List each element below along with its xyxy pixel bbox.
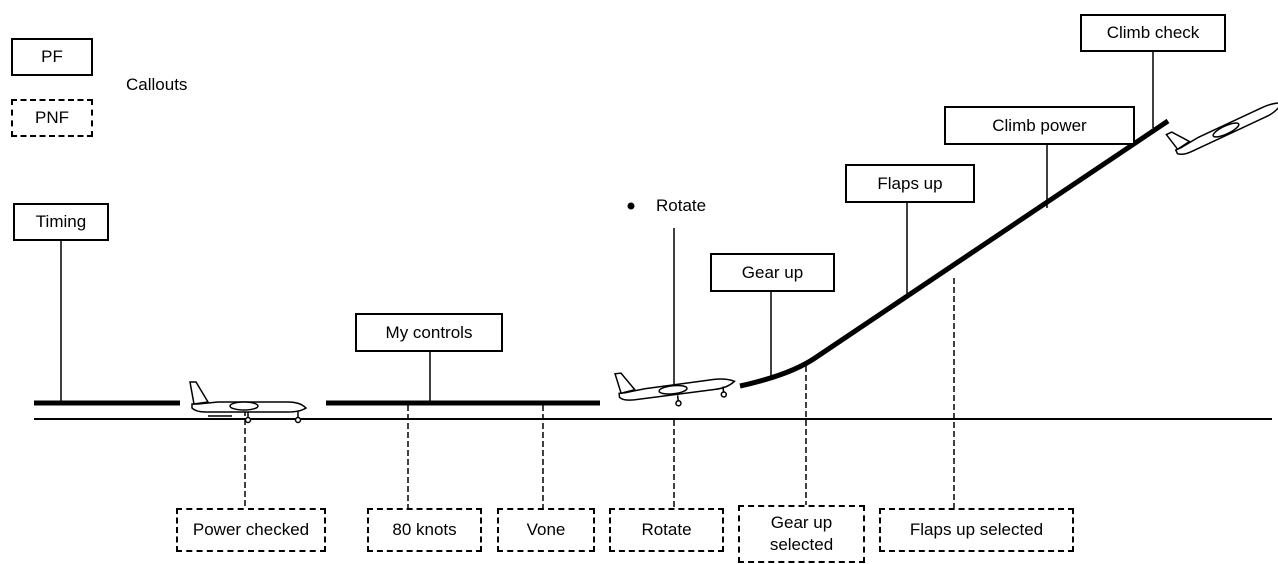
pf-callout-gear-up: Gear up (710, 253, 835, 292)
pnf-callout-power-checked: Power checked (176, 508, 326, 552)
rotate-bullet (627, 202, 635, 210)
pf-callout-my-controls: My controls (355, 313, 503, 352)
gear-up-selected-line2: selected (769, 535, 834, 554)
legend-pnf-box: PNF (11, 99, 93, 137)
pf-callout-timing: Timing (13, 203, 109, 241)
legend-pf-box: PF (11, 38, 93, 76)
pnf-callout-gear-up-selected: Gear up selected (738, 505, 865, 563)
pf-callout-climb-check: Climb check (1080, 14, 1226, 52)
aircraft-climb-icon (1165, 102, 1278, 156)
legend-callouts-label: Callouts (126, 75, 188, 94)
pnf-callout-vone: Vone (497, 508, 595, 552)
pf-callout-rotate: Rotate (656, 196, 707, 215)
pnf-callout-80-knots: 80 knots (367, 508, 482, 552)
pnf-callout-rotate: Rotate (609, 508, 724, 552)
climb-path (739, 118, 1170, 389)
aircraft-rotate-icon (614, 372, 736, 407)
pnf-callout-flaps-up-selected: Flaps up selected (879, 508, 1074, 552)
gear-up-selected-line1: Gear up (770, 513, 833, 532)
pf-callout-flaps-up: Flaps up (845, 164, 975, 203)
pf-callout-climb-power: Climb power (944, 106, 1135, 145)
aircraft-taxi-icon (189, 381, 308, 424)
